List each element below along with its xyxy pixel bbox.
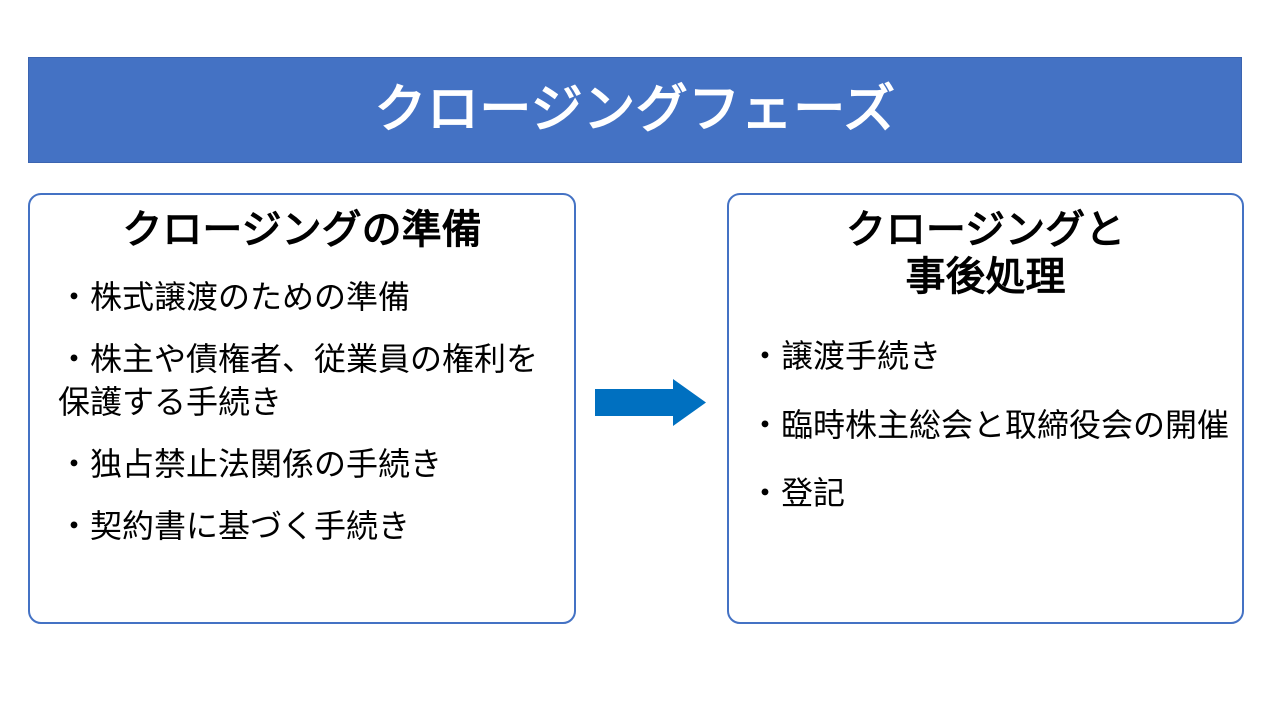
right-box-heading: クロージングと 事後処理 (845, 208, 1126, 300)
right-content-box: クロージングと 事後処理 ・譲渡手続き ・臨時株主総会と取締役会の開催 ・登記 (727, 193, 1244, 624)
arrow-right-icon (595, 379, 706, 426)
left-box-bullet-list: ・株式譲渡のための準備 ・株主や債権者、従業員の権利を 保護する手続き ・独占禁… (30, 276, 574, 547)
page-title: クロージングフェーズ (374, 80, 896, 139)
list-item: ・株式譲渡のための準備 (58, 279, 411, 316)
list-item: ・独占禁止法関係の手続き (58, 445, 443, 482)
title-banner: クロージングフェーズ (28, 57, 1242, 163)
right-box-bullet-list: ・譲渡手続き ・臨時株主総会と取締役会の開催 ・登記 (729, 335, 1242, 514)
list-item: ・譲渡手続き (749, 338, 942, 375)
list-item: ・臨時株主総会と取締役会の開催 (749, 406, 1230, 443)
left-box-heading: クロージングの準備 (122, 208, 482, 252)
list-item: ・株主や債権者、従業員の権利を 保護する手続き (58, 341, 539, 420)
list-item: ・契約書に基づく手続き (58, 508, 411, 545)
list-item: ・登記 (749, 474, 846, 511)
left-content-box: クロージングの準備 ・株式譲渡のための準備 ・株主や債権者、従業員の権利を 保護… (28, 193, 576, 624)
